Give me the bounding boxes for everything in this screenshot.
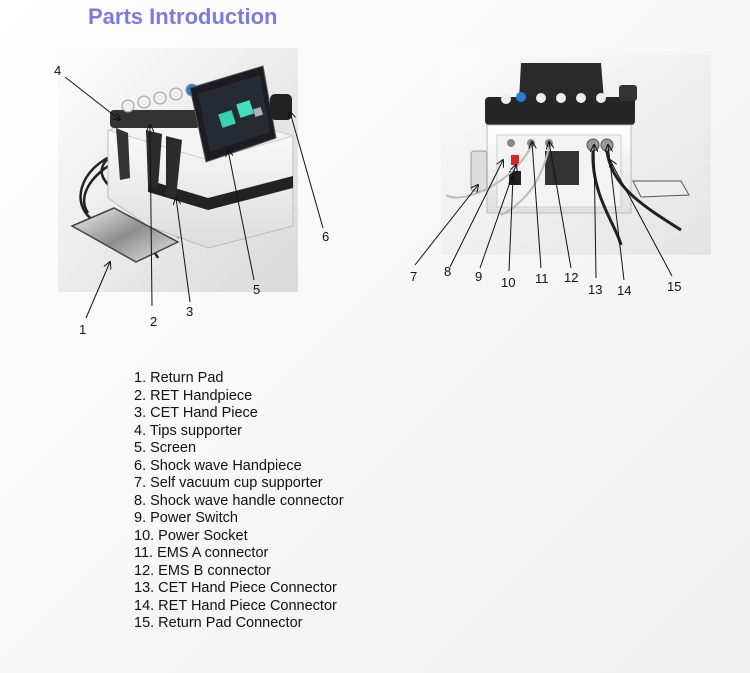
page-title: Parts Introduction bbox=[88, 4, 278, 29]
legend-item: 14. RET Hand Piece Connector bbox=[134, 597, 337, 614]
callout-12: 12 bbox=[564, 270, 578, 285]
callout-11: 11 bbox=[535, 271, 549, 286]
legend-item: 6. Shock wave Handpiece bbox=[134, 457, 302, 474]
callout-7: 7 bbox=[410, 269, 417, 284]
legend-item: 3. CET Hand Piece bbox=[134, 405, 258, 421]
callout-6: 6 bbox=[322, 229, 329, 244]
legend-item: 4. Tips supporter bbox=[134, 422, 242, 439]
callout-15: 15 bbox=[667, 279, 681, 294]
legend-item: 2. RET Handpiece bbox=[134, 387, 253, 404]
callout-10: 10 bbox=[501, 275, 515, 290]
legend-item: 5. Screen bbox=[134, 440, 197, 456]
legend-item: 12. EMS B connector bbox=[134, 562, 272, 579]
callout-14: 14 bbox=[617, 283, 631, 298]
device-rear-photo bbox=[441, 55, 711, 255]
legend-item: 7. Self vacuum cup supporter bbox=[134, 475, 323, 491]
callout-8: 8 bbox=[444, 264, 451, 279]
callout-13: 13 bbox=[588, 282, 602, 297]
legend-item: 1. Return Pad bbox=[134, 370, 224, 386]
legend-item: 11. EMS A connector bbox=[134, 545, 269, 561]
legend-item: 10. Power Socket bbox=[134, 527, 248, 544]
legend-item: 15. Return Pad Connector bbox=[134, 615, 303, 631]
device-front-photo bbox=[58, 48, 298, 292]
legend-item: 9. Power Switch bbox=[134, 510, 238, 526]
legend-item: 8. Shock wave handle connector bbox=[134, 492, 344, 509]
parts-legend: 1. Return Pad 2. RET Handpiece 3. CET Ha… bbox=[134, 370, 344, 633]
legend-item: 13. CET Hand Piece Connector bbox=[134, 580, 337, 596]
callout-3: 3 bbox=[186, 304, 193, 319]
callout-9: 9 bbox=[475, 269, 482, 284]
callout-1: 1 bbox=[79, 322, 86, 337]
callout-2: 2 bbox=[150, 314, 157, 329]
